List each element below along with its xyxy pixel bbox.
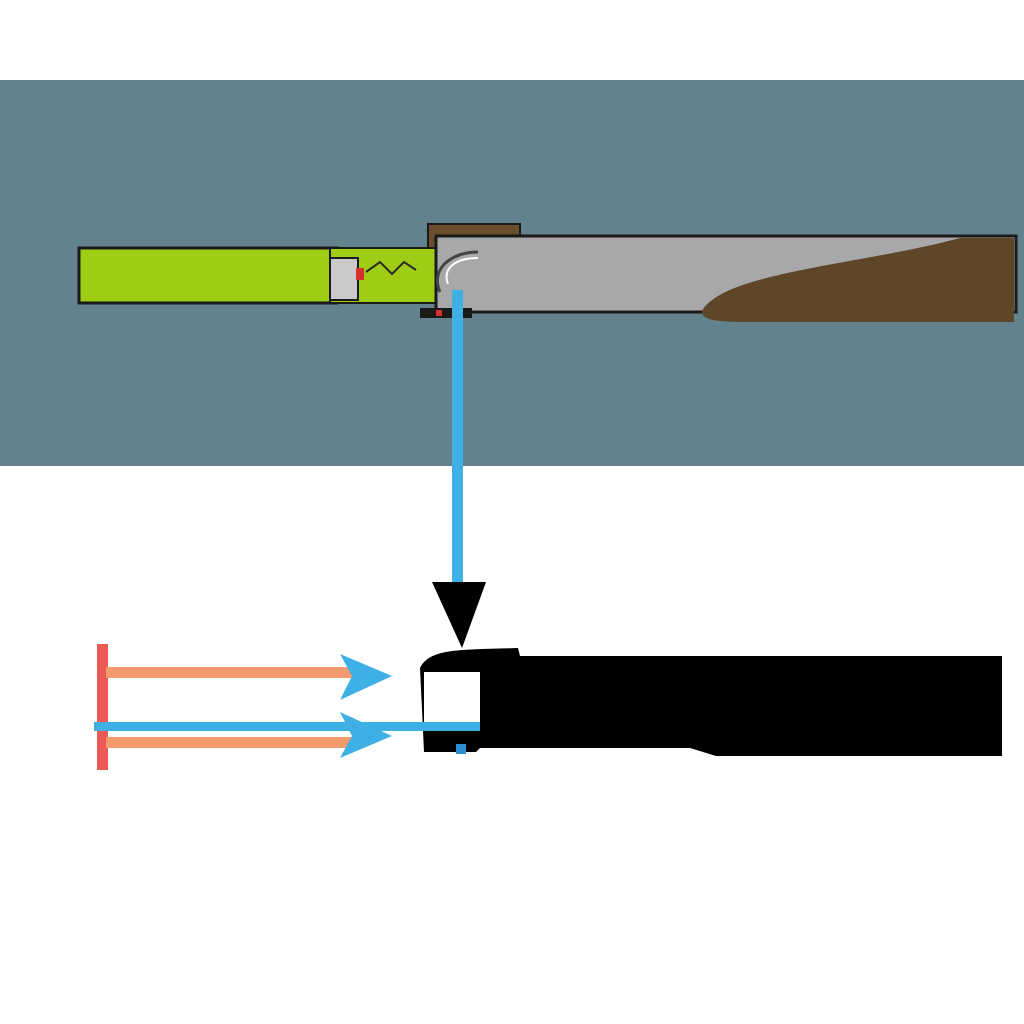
right-arrowhead-top [340,654,392,700]
left-arrows [94,644,480,770]
down-arrowhead [432,582,486,648]
joint-wire [365,260,417,276]
notch-blue-dot [456,744,466,754]
bottom-tab-red [436,310,442,316]
vertical-blue-line [452,290,463,584]
green-body [77,246,339,305]
right-arrowhead-bottom [340,712,392,758]
orange-arrow-bottom-shaft [106,737,356,748]
lower-assembly [420,648,1002,756]
clamp-ring-inner [445,257,479,285]
upper-assembly [77,223,1018,322]
blue-arrow-shaft [94,722,480,731]
red-bar [97,644,108,770]
black-body [420,648,1002,756]
black-body-notch [424,672,480,730]
clamp-ring [436,250,479,293]
orange-arrow-top-shaft [106,667,356,678]
bottom-tab [420,308,472,318]
joint-block [329,257,359,301]
joint-red-mark [356,268,364,280]
brown-wedge [702,238,1014,322]
